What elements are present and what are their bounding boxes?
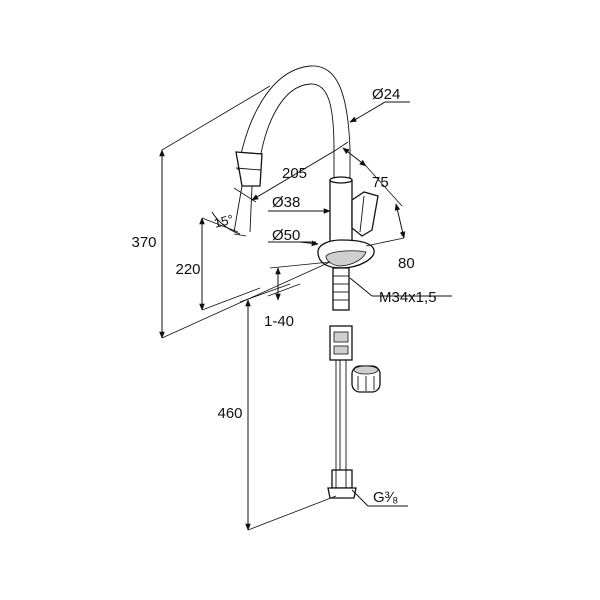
- label-d24: Ø24: [372, 86, 400, 103]
- label-80: 80: [398, 255, 415, 272]
- label-g38: G³⁄₈: [373, 489, 398, 506]
- dim-75: [342, 147, 403, 207]
- lever-handle: [351, 191, 379, 237]
- label-205: 205: [282, 165, 307, 182]
- hose-fitting: [331, 469, 353, 489]
- dim-460: [239, 283, 337, 531]
- dim-d50: [268, 240, 319, 247]
- label-370: 370: [131, 234, 156, 251]
- spout-inner: [257, 83, 335, 180]
- dim-220: [199, 217, 261, 311]
- faucet-body: [329, 179, 353, 243]
- dim-80: [365, 203, 406, 247]
- label-75: 75: [372, 174, 389, 191]
- connector-block: [329, 325, 353, 361]
- dim-g38: [351, 489, 408, 507]
- label-m34: M34x1,5: [379, 289, 437, 306]
- label-460: 460: [217, 405, 242, 422]
- label-1-40: 1-40: [264, 313, 294, 330]
- threaded-shank: [332, 267, 350, 311]
- label-d50: Ø50: [272, 227, 300, 244]
- dim-d24: [349, 101, 410, 123]
- dim-205: [233, 149, 337, 203]
- dim-m34: [349, 277, 452, 297]
- label-d38: Ø38: [272, 194, 300, 211]
- label-angle-15: 15°: [212, 211, 235, 230]
- label-220: 220: [175, 261, 200, 278]
- faucet: [233, 65, 381, 499]
- dim-1-40: [267, 261, 331, 301]
- spout-outer: [237, 65, 351, 180]
- dim-angle-15: [211, 211, 247, 237]
- hose-weight: [351, 365, 381, 393]
